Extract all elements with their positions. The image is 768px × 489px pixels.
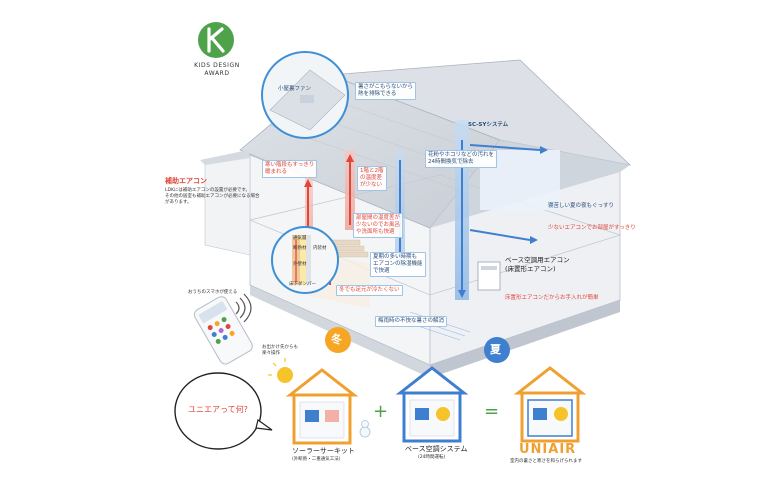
uniair-brand: UNIAIR: [519, 442, 577, 457]
summer-badge: [484, 337, 510, 363]
solar-circuit-house: [268, 358, 371, 445]
summer-badge-text: 夏: [490, 343, 501, 356]
zoom-circle-attic: [261, 51, 349, 139]
solar-badge-summer: 夏: [314, 380, 321, 387]
bath-comfort-label: 部屋間の温度差が 少ないのでお風呂 や洗面所も快適: [353, 213, 404, 238]
solar-circuit-subtitle: (外断熱・二重通気工法): [292, 457, 341, 462]
signal-waves-icon: [235, 293, 252, 323]
few-ac-label: 少ないエアコンでお部屋がすっきり: [548, 225, 636, 231]
attic-fan-label: 小屋裏ファン: [278, 86, 312, 92]
inset-exterior: 外壁材: [293, 262, 307, 267]
aux-ac-description: LDKには補助エアコンの設置が必要です。 その他の居室も補助エアコンが必要になる…: [165, 188, 260, 205]
remote-controller-illustration: [193, 296, 253, 365]
floor-temperature-label: 1階と2階 の温度差 が少ない: [357, 166, 387, 191]
pollen-removal-label: 花粉やホコリなどの汚れを 24時間換気で除去: [425, 150, 498, 168]
base-ac-system-subtitle: (24時間運転): [418, 455, 446, 460]
uniair-house: [513, 366, 587, 443]
dehumidify-label: 夏期の多い時期も エアコンの除湿機能 で快適: [370, 252, 426, 277]
inset-air-layer: 通気層: [293, 236, 307, 241]
easy-maintenance-label: 床置形エアコンだからお手入れが簡単: [505, 295, 599, 301]
award-line2: AWARD: [204, 70, 230, 77]
heat-exhaust-label: 暑さがこもらないから 熱を排除できる: [355, 82, 417, 100]
summer-sleep-label: 寝苦しい夏の夜もぐっすり: [548, 203, 615, 209]
inset-insulation: 断熱材: [293, 246, 307, 251]
question-bubble: [174, 372, 273, 450]
question-text: ユニエアって何?: [188, 405, 248, 414]
smartphone-label: おうちのスマホが使える: [188, 290, 238, 295]
base-ac-label: ベース空調用エアコン (床置形エアコン): [505, 256, 570, 273]
base-ac-system-house: [395, 366, 469, 443]
zoom-circle-wall: [271, 226, 339, 294]
equals-sign: =: [484, 401, 500, 422]
rainy-season-label: 梅雨時の不快な暑さの解消: [375, 316, 448, 327]
award-line1: KIDS DESIGN: [194, 62, 240, 69]
house-annex: [200, 150, 251, 256]
house-body: [239, 59, 632, 378]
inset-interior: 内装材: [313, 246, 327, 251]
base-ac-system-title: ベース空調システム: [405, 445, 468, 453]
stairwell-warm-label: 寒い階段もすっきり 暖まれる: [262, 160, 318, 178]
warm-floor-label: 冬でも足元が冷たくない: [336, 285, 403, 296]
uniair-subtitle: 室内の暑さと寒さを和らげられます: [510, 459, 582, 464]
winter-badge-text: 冬: [331, 333, 342, 346]
kids-design-award-logo: [198, 22, 234, 58]
winter-badge: [325, 327, 351, 353]
remote-operation-label: お出かけ先からも 楽々操作: [262, 345, 298, 356]
inset-damper: 床下ダンパー: [289, 282, 316, 287]
plus-sign: +: [373, 401, 389, 422]
aux-ac-title: 補助エアコン: [165, 177, 207, 185]
solar-circuit-title: ソーラーサーキット: [292, 447, 355, 455]
scsy-system-label: SC-SYシステム: [468, 122, 509, 128]
